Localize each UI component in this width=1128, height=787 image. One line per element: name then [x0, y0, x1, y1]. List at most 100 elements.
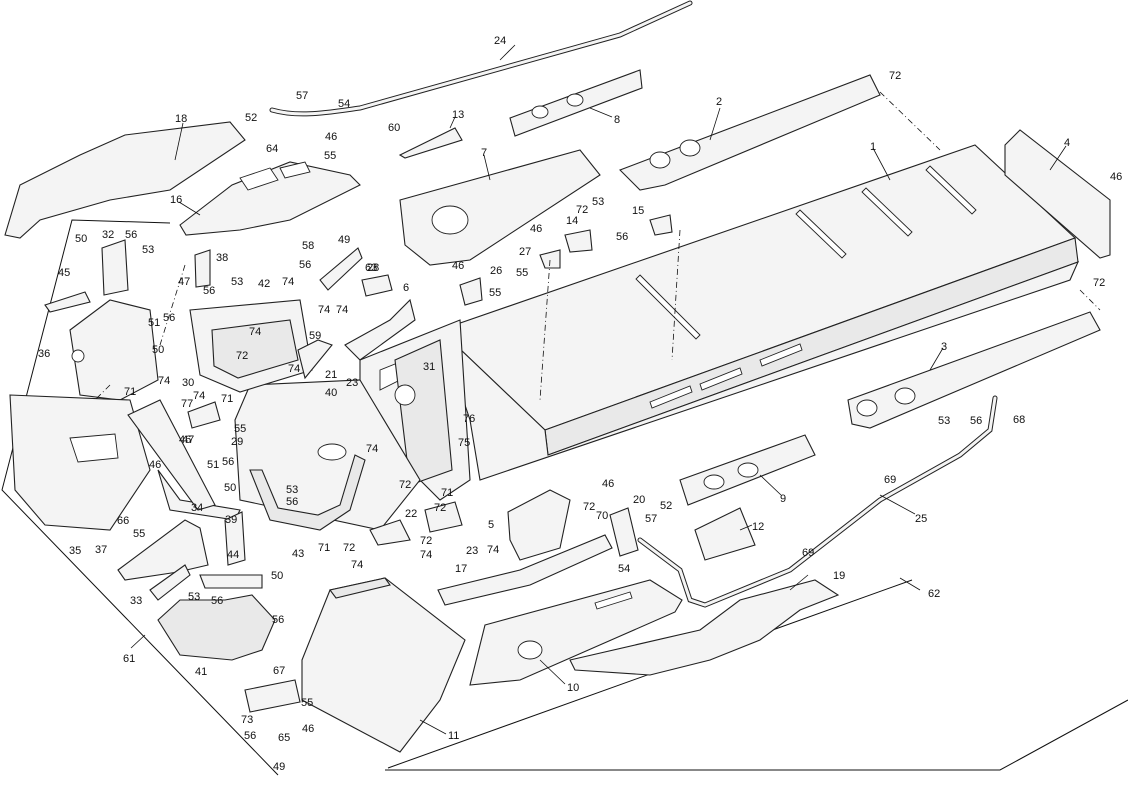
bracket-part-20 [609, 507, 639, 557]
callout-28: 28 [367, 262, 379, 274]
callout-43: 43 [292, 548, 304, 560]
callout-60: 60 [388, 122, 400, 134]
callout-53-5: 53 [592, 196, 604, 208]
callout-20: 20 [633, 494, 645, 506]
reinforcement-part-9 [679, 434, 816, 506]
callout-38: 38 [216, 252, 228, 264]
callout-26: 26 [490, 265, 502, 277]
callout-71-4: 71 [441, 487, 453, 499]
callout-49-2: 49 [273, 761, 285, 773]
callout-40: 40 [325, 387, 337, 399]
callout-67: 67 [273, 665, 285, 677]
plate-part-11 [301, 577, 466, 753]
callout-55-4: 55 [133, 528, 145, 540]
callout-74-7: 74 [318, 304, 330, 316]
reinforcement-part-8 [509, 69, 643, 137]
callout-69: 69 [884, 474, 896, 486]
callout-2: 2 [716, 96, 722, 108]
callout-14: 14 [566, 215, 578, 227]
callout-51-2: 51 [207, 459, 219, 471]
callout-71-3: 71 [318, 542, 330, 554]
callout-13: 13 [452, 109, 464, 121]
callout-19: 19 [833, 570, 845, 582]
callout-56-3: 56 [163, 312, 175, 324]
callout-74-9: 74 [420, 549, 432, 561]
callout-39: 39 [225, 514, 237, 526]
callout-46-8: 46 [325, 131, 337, 143]
callout-35: 35 [69, 545, 81, 557]
callout-11: 11 [448, 730, 459, 742]
callout-56-2: 56 [299, 259, 311, 271]
callout-52: 52 [245, 112, 257, 124]
callout-30: 30 [182, 377, 194, 389]
callout-53: 53 [142, 244, 154, 256]
callout-54-2: 54 [618, 563, 630, 575]
callout-45: 45 [58, 267, 70, 279]
callout-56-9: 56 [616, 231, 628, 243]
callout-51: 51 [148, 317, 160, 329]
callout-74-10: 74 [351, 559, 363, 571]
callout-56-11: 56 [244, 730, 256, 742]
rail-part-2 [619, 74, 881, 191]
callout-50-3: 50 [224, 482, 236, 494]
callout-46-5: 46 [179, 434, 191, 446]
side-panel-part-10 [469, 579, 683, 686]
callout-59: 59 [309, 330, 321, 342]
callout-46-3: 46 [1110, 171, 1122, 183]
callout-74-2: 74 [249, 326, 261, 338]
callout-1: 1 [870, 141, 876, 153]
callout-46-7: 46 [302, 723, 314, 735]
panel-part-7 [399, 149, 601, 266]
bracket-part-17 [437, 534, 613, 606]
callout-77: 77 [181, 398, 193, 410]
callout-32: 32 [102, 229, 114, 241]
callout-8: 8 [614, 114, 620, 126]
callout-33: 33 [130, 595, 142, 607]
callout-53-6: 53 [938, 415, 950, 427]
callout-46-2: 46 [530, 223, 542, 235]
callout-21: 21 [325, 369, 337, 381]
bracket-part-16 [179, 161, 361, 236]
callout-24: 24 [494, 35, 506, 47]
tunnel-part-1 [438, 144, 1080, 481]
callout-74-11: 74 [336, 304, 348, 316]
callout-72: 72 [889, 70, 901, 82]
callout-56-7: 56 [211, 595, 223, 607]
callout-27: 27 [519, 246, 531, 258]
callout-72-5: 72 [399, 479, 411, 491]
callout-42: 42 [258, 278, 270, 290]
callout-56-4: 56 [203, 285, 215, 297]
callout-4: 4 [1064, 137, 1070, 149]
callout-56-5: 56 [222, 456, 234, 468]
callout-18: 18 [175, 113, 187, 125]
callout-74-3: 74 [158, 375, 170, 387]
callout-52-2: 52 [660, 500, 672, 512]
callout-72-2: 72 [1093, 277, 1105, 289]
callout-64: 64 [266, 143, 278, 155]
plate-part-35 [9, 394, 151, 531]
small-parts [44, 127, 673, 713]
callout-62: 62 [928, 588, 940, 600]
callout-57-2: 57 [645, 513, 657, 525]
callout-70: 70 [596, 510, 608, 522]
callout-63: 63 [365, 262, 377, 274]
callout-6: 6 [403, 282, 409, 294]
bracket-part-41 [157, 594, 276, 661]
callout-46: 46 [452, 260, 464, 272]
callout-56-6: 56 [286, 496, 298, 508]
callout-layer: 1234567891011121314151617181920212223232… [38, 35, 1122, 773]
callout-7: 7 [481, 147, 487, 159]
callout-66: 66 [117, 515, 129, 527]
callout-75: 75 [458, 437, 470, 449]
bracket-part-42 [189, 299, 313, 393]
callout-74-8: 74 [487, 544, 499, 556]
callout-73: 73 [241, 714, 253, 726]
callout-50-4: 50 [271, 570, 283, 582]
callout-37: 37 [95, 544, 107, 556]
bracket-part-5 [507, 489, 571, 561]
callout-23: 23 [346, 377, 358, 389]
bracket-part-18 [4, 121, 246, 239]
callout-23-2: 23 [466, 545, 478, 557]
callout-55-5: 55 [234, 423, 246, 435]
